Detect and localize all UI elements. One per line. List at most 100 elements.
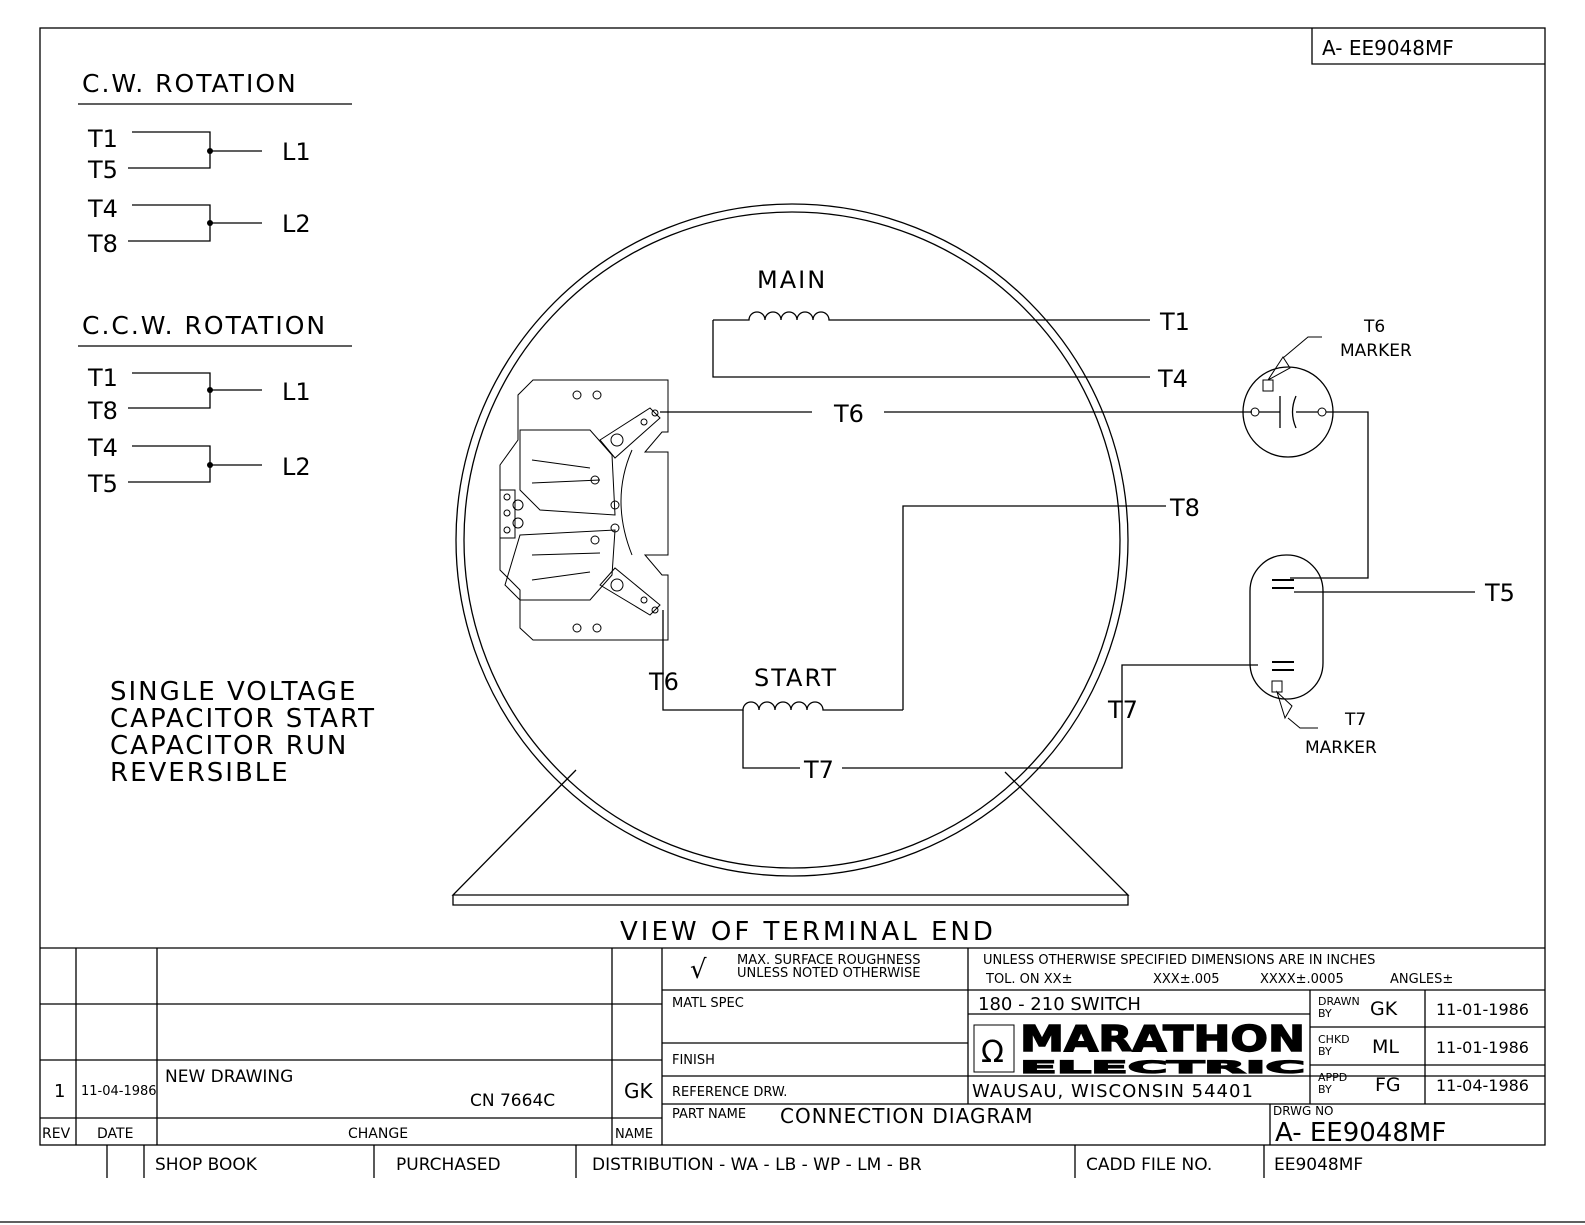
main-coil	[713, 311, 1150, 321]
tolerance-label: TOL. ON XX±	[985, 972, 1072, 987]
motor-base	[451, 769, 1130, 896]
drawn-label: DRAWN	[1318, 995, 1360, 1008]
main-winding: MAIN T1 T4	[712, 266, 1190, 393]
cw-title: C.W. ROTATION	[82, 69, 298, 98]
drawn-by: BY	[1318, 1007, 1332, 1020]
motor-description: SINGLE VOLTAGE CAPACITOR START CAPACITOR…	[110, 677, 376, 788]
drawn-initials: GK	[1370, 998, 1398, 1020]
start-label: START	[754, 664, 838, 692]
ccw-title: C.C.W. ROTATION	[82, 311, 327, 340]
cw-rotation-block: C.W. ROTATION T1 T5 L1 T4 T8 L2	[78, 69, 352, 258]
drwg-no: A- EE9048MF	[1275, 1118, 1446, 1148]
reference-label: REFERENCE DRW.	[672, 1085, 787, 1100]
switch-spec: 180 - 210 SWITCH	[978, 994, 1141, 1015]
main-t4-label: T4	[1157, 365, 1188, 393]
footer-row: SHOP BOOK PURCHASED DISTRIBUTION - WA - …	[106, 1145, 1363, 1178]
appd-by: BY	[1318, 1083, 1332, 1096]
drawn-date: 11-01-1986	[1436, 1000, 1529, 1019]
col-rev: REV	[42, 1126, 71, 1142]
col-change: CHANGE	[348, 1126, 408, 1142]
col-date: DATE	[97, 1126, 133, 1142]
rev-date: 11-04-1986	[81, 1084, 157, 1099]
roughness-line-2: UNLESS NOTED OTHERWISE	[737, 966, 920, 981]
appd-date: 11-04-1986	[1436, 1076, 1529, 1095]
rev-number: 1	[54, 1081, 65, 1102]
revision-block: 1 11-04-1986 NEW DRAWING CN 7664C GK REV…	[40, 947, 663, 1145]
brand-name: MARATHON	[1020, 1019, 1305, 1060]
motor-end-view	[451, 203, 1130, 906]
start-winding: T8 START T6 T7 T7	[648, 494, 1258, 784]
purchased: PURCHASED	[396, 1155, 501, 1175]
t6-label: T6	[833, 400, 864, 428]
part-name: CONNECTION DIAGRAM	[780, 1104, 1034, 1128]
finish-label: FINISH	[672, 1053, 715, 1068]
t6-marker-word: MARKER	[1340, 341, 1412, 361]
top-drawing-number: A- EE9048MF	[1322, 36, 1454, 60]
cw-l2: L2	[282, 210, 311, 238]
main-t1-label: T1	[1159, 308, 1190, 336]
omega-icon: Ω	[981, 1035, 1004, 1070]
run-capacitor: T6 MARKER	[1242, 317, 1412, 579]
cw-t8: T8	[87, 230, 118, 258]
description-line-1: SINGLE VOLTAGE	[110, 677, 357, 707]
roughness-check-mark: √	[690, 955, 707, 985]
roughness-line-1: MAX. SURFACE ROUGHNESS	[737, 953, 921, 968]
ccw-l1: L1	[282, 378, 311, 406]
ccw-t4: T4	[87, 434, 118, 462]
terminal-switch-board	[499, 379, 669, 641]
cw-t4: T4	[87, 195, 118, 223]
chkd-label: CHKD	[1318, 1033, 1350, 1046]
t7-right-label: T7	[1107, 696, 1138, 724]
matl-spec-label: MATL SPEC	[672, 996, 744, 1011]
description-line-4: REVERSIBLE	[110, 758, 290, 788]
rev-cn: CN 7664C	[470, 1091, 555, 1111]
appd-initials: FG	[1375, 1074, 1401, 1096]
drawing-border	[39, 27, 1546, 1146]
top-drawing-number-box: A- EE9048MF	[1311, 28, 1545, 65]
ccw-t1: T1	[87, 364, 118, 392]
chkd-initials: ML	[1372, 1036, 1399, 1058]
t6-lower-label: T6	[648, 668, 679, 696]
cw-l1: L1	[282, 138, 311, 166]
tolerance-header: UNLESS OTHERWISE SPECIFIED DIMENSIONS AR…	[983, 953, 1375, 968]
main-label: MAIN	[757, 266, 827, 294]
distribution: DISTRIBUTION - WA - LB - WP - LM - BR	[592, 1155, 922, 1175]
view-label: VIEW OF TERMINAL END	[620, 917, 996, 947]
cw-t5: T5	[87, 156, 118, 184]
location: WAUSAU, WISCONSIN 54401	[972, 1081, 1254, 1102]
ccw-t8: T8	[87, 397, 118, 425]
rev-change: NEW DRAWING	[165, 1067, 293, 1087]
motor-frame-inner	[463, 211, 1121, 869]
t6-marker-label: T6	[1363, 317, 1385, 337]
drwg-no-label: DRWG NO	[1273, 1104, 1334, 1118]
tolerance-xxx: XXX±.005	[1153, 972, 1220, 987]
rev-name: GK	[624, 1079, 653, 1103]
appd-label: APPD	[1318, 1071, 1347, 1084]
cadd-label: CADD FILE NO.	[1086, 1155, 1212, 1175]
col-name: NAME	[615, 1127, 653, 1142]
cadd-file: EE9048MF	[1274, 1155, 1363, 1175]
description-line-2: CAPACITOR START	[110, 704, 376, 734]
ccw-l2: L2	[282, 453, 311, 481]
part-name-label: PART NAME	[672, 1107, 746, 1122]
description-line-3: CAPACITOR RUN	[110, 731, 348, 761]
t7-marker-word: MARKER	[1305, 738, 1377, 758]
brand-sub: ELECTRIC	[1020, 1058, 1305, 1078]
tolerance-xxxx: XXXX±.0005	[1260, 972, 1344, 987]
ccw-rotation-block: C.C.W. ROTATION T1 T8 L1 T4 T5 L2	[78, 311, 352, 498]
start-capacitor: T5 T7 MARKER	[1249, 554, 1515, 758]
marathon-electric-logo: Ω MARATHON ELECTRIC	[973, 1018, 1306, 1079]
t5-label: T5	[1484, 579, 1515, 607]
tolerance-angles: ANGLES±	[1390, 972, 1453, 987]
spec-block: √ MAX. SURFACE ROUGHNESS UNLESS NOTED OT…	[662, 947, 1545, 1148]
motor-frame-outer	[455, 203, 1129, 877]
t8-label: T8	[1169, 494, 1200, 522]
chkd-date: 11-01-1986	[1436, 1038, 1529, 1057]
start-coil	[662, 610, 903, 711]
t7-marker-label: T7	[1344, 710, 1366, 730]
ccw-t5: T5	[87, 470, 118, 498]
cw-t1: T1	[87, 125, 118, 153]
t7-lower-label: T7	[803, 756, 834, 784]
t6-lead: T6	[660, 400, 1252, 428]
